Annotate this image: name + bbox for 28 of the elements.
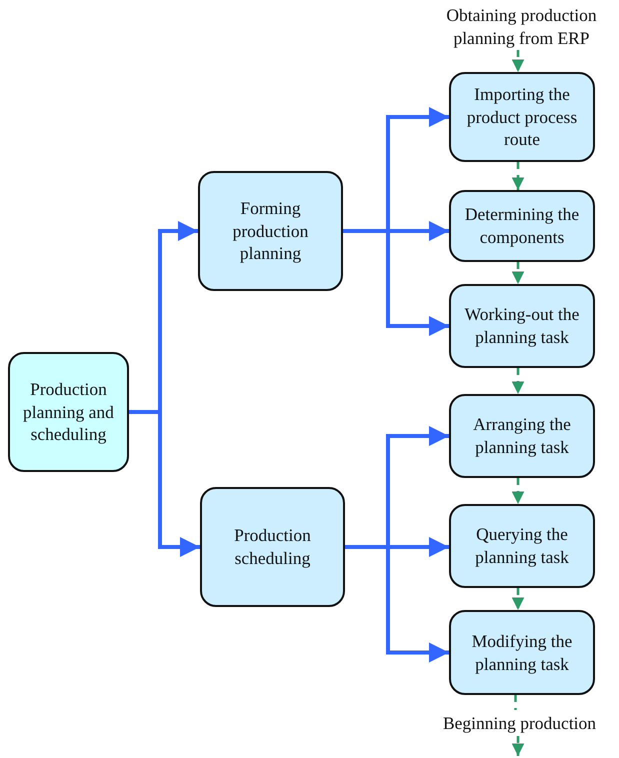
process-box <box>449 72 595 162</box>
node-label: Beginning production <box>442 712 598 734</box>
arrow <box>512 262 524 284</box>
node-label: Arranging the planning task <box>472 413 572 459</box>
node-label: Modifying the planning task <box>470 630 574 676</box>
arrow <box>512 736 524 756</box>
process-box <box>198 171 343 291</box>
node-label: Importing the product process route <box>466 82 578 152</box>
process-box <box>449 610 595 695</box>
arrow <box>512 50 524 72</box>
node-label: Obtaining production planning from ERP <box>445 4 598 50</box>
arrow <box>512 588 524 610</box>
process-box <box>449 504 595 588</box>
process-box <box>8 352 129 472</box>
node-label: Querying the planning task <box>474 523 570 569</box>
arrow <box>512 162 524 190</box>
node-label: Production planning and scheduling <box>22 378 115 446</box>
connector-line <box>514 695 517 710</box>
arrow <box>512 368 524 394</box>
process-box <box>449 394 595 478</box>
process-box <box>449 284 595 368</box>
node-label: Forming production planning <box>232 196 310 266</box>
arrow <box>512 478 524 504</box>
node-label: Determining the components <box>464 203 580 249</box>
process-box <box>449 190 595 262</box>
node-label: Working-out the planning task <box>464 303 580 349</box>
process-box <box>200 487 345 607</box>
node-label: Production scheduling <box>233 524 312 570</box>
